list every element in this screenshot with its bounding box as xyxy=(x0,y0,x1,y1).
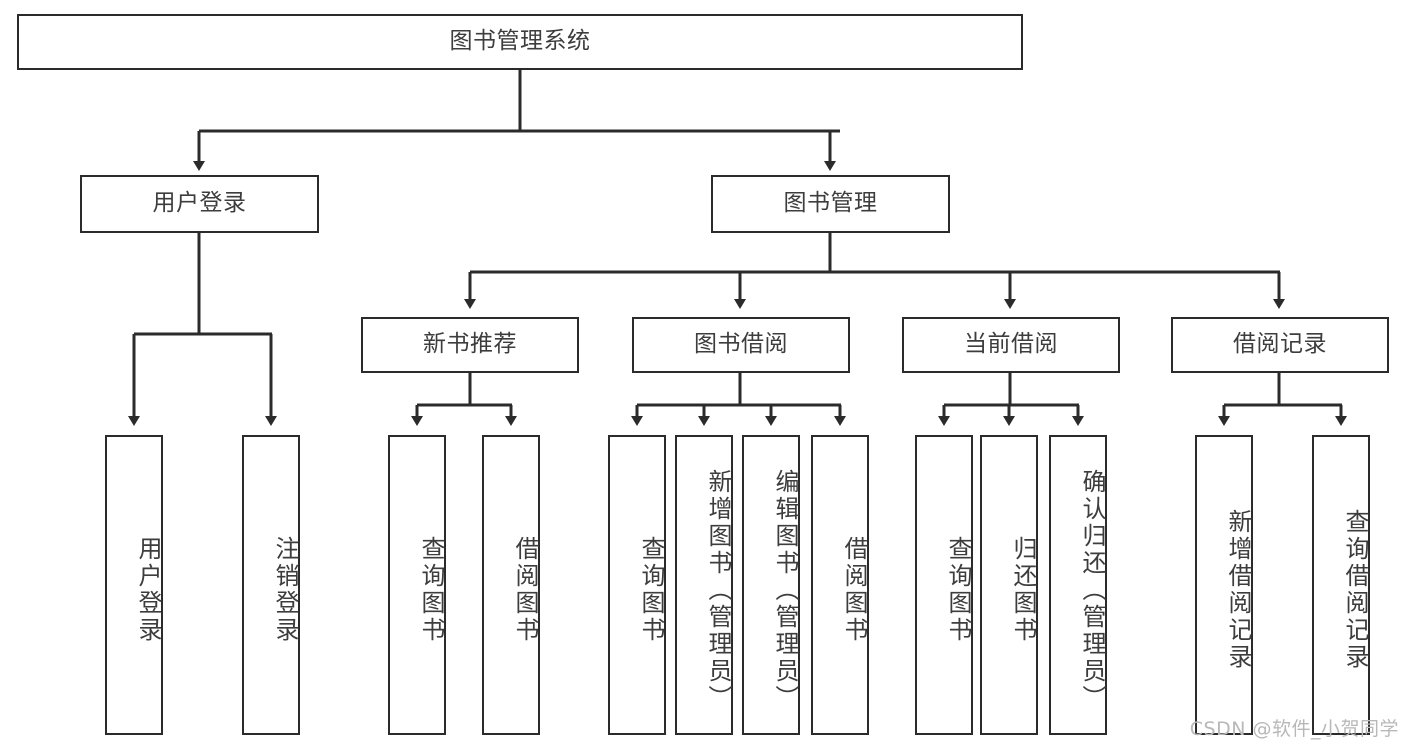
leaf-add-book-admin[interactable]: 新增图书（管理员） xyxy=(675,435,733,735)
node-label: 编辑图书（管理员） xyxy=(771,468,799,712)
node-label: 查询图书 xyxy=(944,536,972,644)
watermark: CSDN @软件_小贺同学 xyxy=(1189,718,1399,740)
node-label: 借阅记录 xyxy=(1233,331,1327,358)
node-book-borrow[interactable]: 图书借阅 xyxy=(632,317,850,373)
leaf-add-borrow-record[interactable]: 新增借阅记录 xyxy=(1195,435,1253,735)
node-new-book-recommend[interactable]: 新书推荐 xyxy=(361,317,579,373)
node-label: 图书借阅 xyxy=(694,331,788,358)
node-label: 查询借阅记录 xyxy=(1341,509,1369,671)
leaf-return-books[interactable]: 归还图书 xyxy=(980,435,1038,735)
leaf-query-books-recommend[interactable]: 查询图书 xyxy=(388,435,446,735)
node-label: 图书管理系统 xyxy=(449,28,591,55)
node-label: 新增借阅记录 xyxy=(1224,509,1252,671)
leaf-query-books-borrow[interactable]: 查询图书 xyxy=(608,435,666,735)
leaf-borrow-books[interactable]: 借阅图书 xyxy=(811,435,869,735)
node-label: 借阅图书 xyxy=(840,536,868,644)
node-label: 借阅图书 xyxy=(511,536,539,644)
node-label: 用户登录 xyxy=(134,536,162,644)
node-label: 新增图书（管理员） xyxy=(704,468,732,712)
leaf-borrow-books-recommend[interactable]: 借阅图书 xyxy=(482,435,540,735)
node-label: 确认归还（管理员） xyxy=(1078,468,1106,712)
leaf-logout[interactable]: 注销登录 xyxy=(242,435,300,735)
node-label: 图书管理 xyxy=(783,190,878,217)
node-book-management[interactable]: 图书管理 xyxy=(711,175,950,233)
leaf-user-login[interactable]: 用户登录 xyxy=(105,435,163,735)
node-label: 归还图书 xyxy=(1009,536,1037,644)
leaf-edit-book-admin[interactable]: 编辑图书（管理员） xyxy=(742,435,800,735)
node-label: 注销登录 xyxy=(271,536,299,644)
node-user-login[interactable]: 用户登录 xyxy=(80,175,319,233)
leaf-query-borrow-record[interactable]: 查询借阅记录 xyxy=(1312,435,1370,735)
leaf-confirm-return-admin[interactable]: 确认归还（管理员） xyxy=(1049,435,1107,735)
node-label: 新书推荐 xyxy=(423,331,517,358)
node-root[interactable]: 图书管理系统 xyxy=(17,14,1023,70)
node-label: 查询图书 xyxy=(417,536,445,644)
leaf-query-books-current[interactable]: 查询图书 xyxy=(915,435,973,735)
node-label: 用户登录 xyxy=(152,190,247,217)
node-current-borrow[interactable]: 当前借阅 xyxy=(902,317,1120,373)
node-borrow-records[interactable]: 借阅记录 xyxy=(1171,317,1389,373)
node-label: 当前借阅 xyxy=(964,331,1058,358)
node-label: 查询图书 xyxy=(637,536,665,644)
